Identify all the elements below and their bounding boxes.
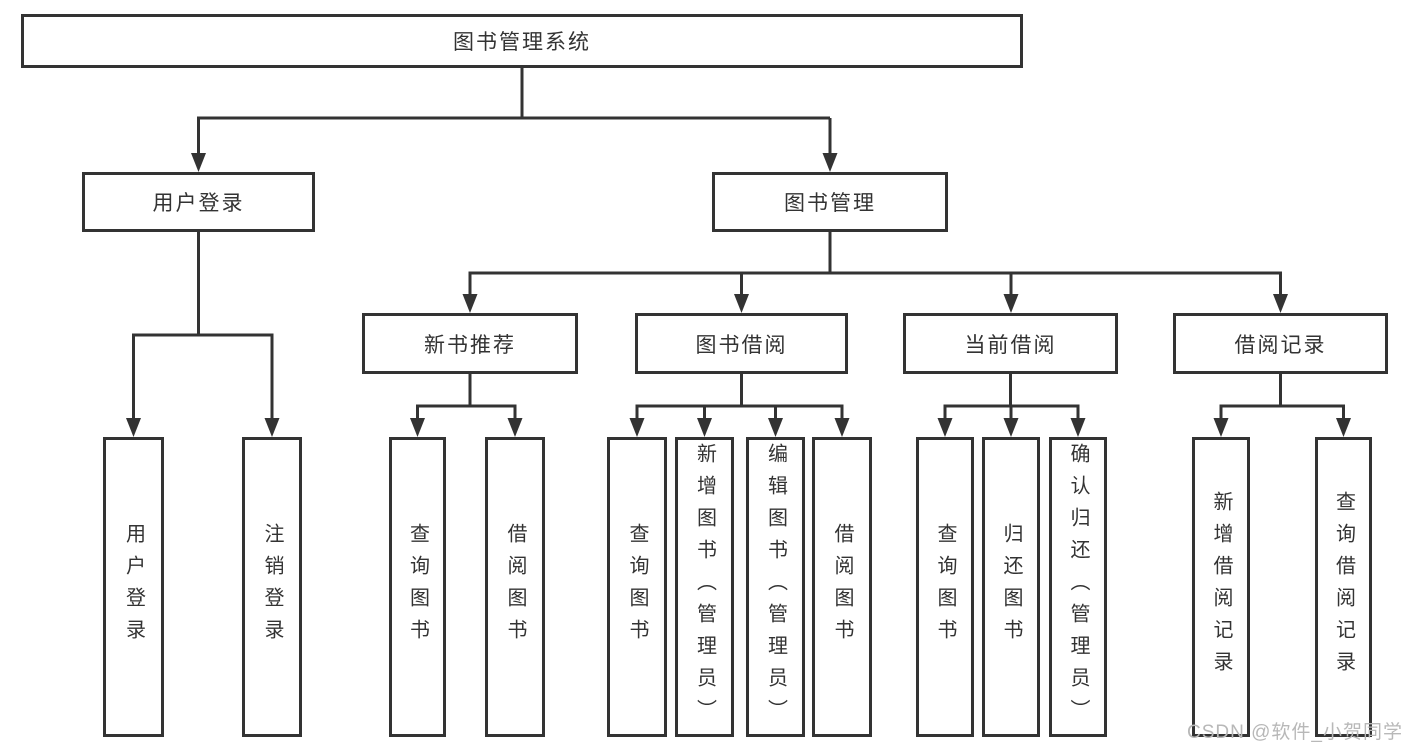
node-label: 编辑图书（管理员）	[764, 443, 787, 731]
node-label: 图书管理	[784, 192, 876, 215]
watermark: CSDN @软件_小贺同学	[1187, 722, 1403, 743]
node-current-borrow: 当前借阅	[903, 313, 1118, 374]
node-label: 借阅记录	[1234, 333, 1327, 357]
leaf-add-books-admin: 新增图书（管理员）	[675, 437, 734, 737]
leaf-logout: 注销登录	[242, 437, 302, 737]
node-label: 借阅图书	[831, 523, 853, 651]
leaf-confirm-return-admin: 确认归还（管理员）	[1049, 437, 1107, 737]
leaf-query-books-borrow: 查询图书	[607, 437, 667, 737]
node-label: 归还图书	[1000, 523, 1022, 651]
node-book-borrow: 图书借阅	[635, 313, 848, 374]
node-label: 查询图书	[406, 523, 429, 651]
leaf-edit-books-admin: 编辑图书（管理员）	[746, 437, 805, 737]
leaf-borrow-books: 借阅图书	[812, 437, 872, 737]
node-label: 图书管理系统	[453, 31, 591, 54]
node-label: 用户登录	[152, 192, 245, 215]
node-label: 用户登录	[122, 523, 145, 651]
node-user-login: 用户登录	[82, 172, 315, 232]
node-label: 当前借阅	[964, 333, 1057, 357]
node-label: 图书借阅	[695, 333, 788, 357]
node-label: 查询图书	[626, 523, 648, 651]
node-label: 确认归还（管理员）	[1067, 443, 1089, 731]
node-label: 查询图书	[934, 523, 956, 651]
leaf-query-books-current: 查询图书	[916, 437, 974, 737]
node-label: 借阅图书	[504, 523, 526, 651]
node-label: 注销登录	[261, 523, 283, 651]
node-library-system: 图书管理系统	[21, 14, 1023, 68]
node-label: 新增图书（管理员）	[693, 443, 716, 731]
leaf-query-books-recommend: 查询图书	[389, 437, 446, 737]
leaf-user-login: 用户登录	[103, 437, 164, 737]
leaf-add-borrow-record: 新增借阅记录	[1192, 437, 1250, 737]
node-label: 新增借阅记录	[1210, 491, 1232, 683]
leaf-return-books: 归还图书	[982, 437, 1040, 737]
node-label: 新书推荐	[424, 333, 516, 357]
node-label: 查询借阅记录	[1332, 491, 1355, 683]
leaf-query-borrow-record: 查询借阅记录	[1315, 437, 1372, 737]
leaf-borrow-books-recommend: 借阅图书	[485, 437, 545, 737]
node-new-book-recommend: 新书推荐	[362, 313, 578, 374]
node-book-management: 图书管理	[712, 172, 948, 232]
node-borrow-records: 借阅记录	[1173, 313, 1388, 374]
